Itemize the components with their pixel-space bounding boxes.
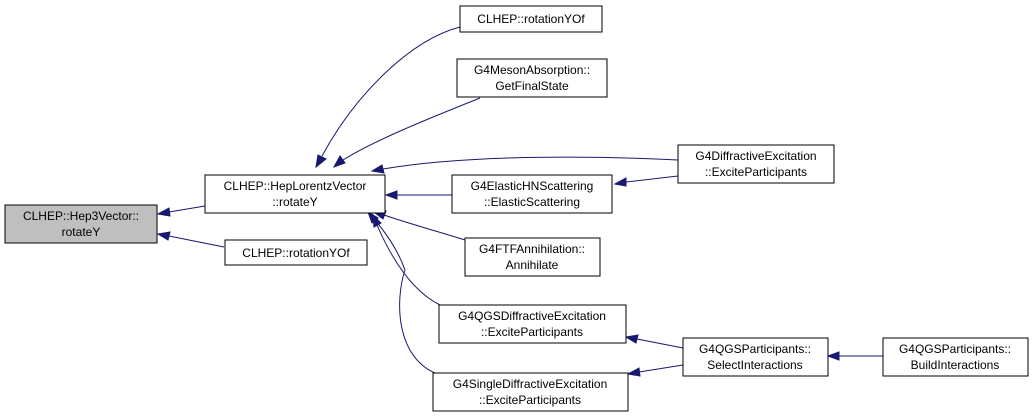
edge-ftf-to-heplorentz bbox=[372, 210, 466, 241]
edge-qgsdiffractive-to-heplorentz bbox=[372, 213, 441, 306]
node-qgsparticipants-selectinteractions[interactable]: G4QGSParticipants:: SelectInteractions bbox=[682, 337, 829, 377]
node-label-line1: G4DiffractiveExcitation bbox=[695, 149, 816, 163]
node-qgsparticipants-buildinteractions[interactable]: G4QGSParticipants:: BuildInteractions bbox=[882, 337, 1029, 377]
edge-build-to-select bbox=[826, 351, 883, 361]
node-mesonabsorption-getfinalstate[interactable]: G4MesonAbsorption:: GetFinalState bbox=[456, 58, 608, 98]
edge-select-to-singlediffractive bbox=[626, 364, 684, 377]
node-label-line2: rotateY bbox=[62, 225, 101, 239]
node-label-line2: SelectInteractions bbox=[707, 358, 802, 372]
edge-diffractive-to-heplorentz bbox=[370, 156, 679, 174]
node-label-line2: ::ExciteParticipants bbox=[481, 325, 583, 339]
node-label-line1: CLHEP::rotationYOf bbox=[242, 246, 350, 260]
node-heplorentzvector-rotatey[interactable]: CLHEP::HepLorentzVector ::rotateY bbox=[204, 174, 386, 214]
edge-diffractive-to-elastic bbox=[613, 175, 679, 187]
node-label-line1: G4ElasticHNScattering bbox=[471, 179, 594, 193]
node-elastichnscattering-elasticscattering[interactable]: G4ElasticHNScattering ::ElasticScatterin… bbox=[451, 174, 613, 214]
edge-singlediffractive-to-heplorentz bbox=[367, 210, 441, 376]
node-rotationyof-lower[interactable]: CLHEP::rotationYOf bbox=[224, 239, 368, 266]
node-singlediffractiveexcitation-exciteparticipants[interactable]: G4SingleDiffractiveExcitation ::ExcitePa… bbox=[432, 372, 629, 412]
node-label-line1: G4FTFAnnihilation:: bbox=[479, 242, 585, 256]
edge-heplorentz-to-hep3vector bbox=[156, 205, 206, 217]
node-label-line1: CLHEP::Hep3Vector:: bbox=[23, 209, 139, 223]
node-label-line1: G4QGSDiffractiveExcitation bbox=[458, 309, 606, 323]
node-label-line2: ::ElasticScattering bbox=[484, 195, 580, 209]
node-diffractiveexcitation-exciteparticipants[interactable]: G4DiffractiveExcitation ::ExciteParticip… bbox=[677, 144, 835, 184]
node-label-line2: ::ExciteParticipants bbox=[705, 165, 807, 179]
node-ftfannihilation-annihilate[interactable]: G4FTFAnnihilation:: Annihilate bbox=[464, 237, 601, 277]
node-label-line1: G4QGSParticipants:: bbox=[699, 342, 811, 356]
edge-rotationyof-upper-to-heplorentz bbox=[315, 26, 461, 169]
node-qgsdiffractiveexcitation-exciteparticipants[interactable]: G4QGSDiffractiveExcitation ::ExciteParti… bbox=[438, 304, 627, 344]
node-label-line1: G4QGSParticipants:: bbox=[899, 342, 1011, 356]
edge-select-to-qgsdiffractive bbox=[624, 334, 684, 349]
node-label-line1: CLHEP::HepLorentzVector bbox=[224, 179, 367, 193]
node-label-line1: G4MesonAbsorption:: bbox=[474, 63, 590, 77]
node-label-line2: ::ExciteParticipants bbox=[479, 393, 581, 407]
node-label-line2: ::rotateY bbox=[272, 195, 317, 209]
node-rotationyof-upper[interactable]: CLHEP::rotationYOf bbox=[459, 5, 603, 33]
node-label-line1: G4SingleDiffractiveExcitation bbox=[453, 377, 608, 391]
edge-rotationyof-lower-to-hep3vector bbox=[156, 231, 225, 248]
edge-mesonabsorption-to-heplorentz bbox=[332, 97, 481, 168]
node-label-line2: GetFinalState bbox=[495, 79, 569, 93]
edge-elastic-to-heplorentz bbox=[384, 190, 452, 200]
node-hep3vector-rotatey[interactable]: CLHEP::Hep3Vector:: rotateY bbox=[4, 204, 158, 244]
node-label-line1: CLHEP::rotationYOf bbox=[477, 12, 585, 26]
node-label-line2: Annihilate bbox=[506, 258, 559, 272]
node-label-line2: BuildInteractions bbox=[911, 358, 1000, 372]
